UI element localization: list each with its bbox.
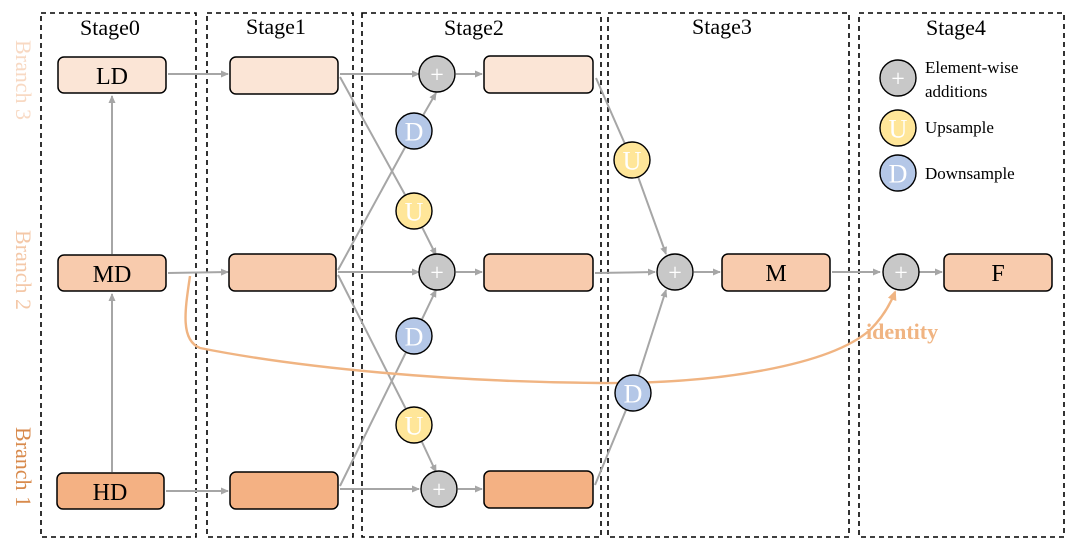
legend-add-line2: additions bbox=[925, 82, 987, 101]
stage2-mid-box bbox=[483, 253, 594, 292]
stage4-frame bbox=[858, 12, 1065, 538]
stage2-bot-box bbox=[483, 470, 594, 509]
m-label: M bbox=[765, 261, 786, 287]
f-box bbox=[943, 253, 1053, 292]
legend-upsample: Upsample bbox=[925, 118, 994, 137]
stage-title-4: Stage4 bbox=[926, 15, 986, 40]
md-to-s1-mid-arrow bbox=[167, 268, 229, 276]
add-op-icon: + bbox=[882, 253, 920, 291]
s2-mid-to-fusion-arrow bbox=[594, 268, 656, 276]
stage2-top-box bbox=[483, 55, 594, 94]
stage1-frame bbox=[206, 12, 354, 538]
upsample-op-icon: U bbox=[613, 141, 651, 179]
hd-label: HD bbox=[93, 480, 128, 506]
upsample-op-icon: U bbox=[395, 192, 433, 230]
stage2-frame bbox=[361, 12, 602, 538]
svg-text:+: + bbox=[891, 67, 905, 93]
svg-text:U: U bbox=[889, 114, 908, 143]
svg-text:D: D bbox=[624, 379, 643, 408]
stage0-frame bbox=[40, 12, 197, 538]
top-to-mid-upsample-path bbox=[339, 76, 437, 256]
ld-box bbox=[57, 56, 167, 94]
svg-text:D: D bbox=[405, 117, 424, 146]
branch-3-label: Branch 3 bbox=[11, 40, 36, 120]
stage1-mid-box bbox=[228, 253, 337, 292]
svg-text:+: + bbox=[430, 261, 444, 287]
ld-label: LD bbox=[96, 64, 128, 90]
md-box bbox=[57, 254, 167, 292]
svg-text:D: D bbox=[889, 159, 908, 188]
stage-title-2: Stage2 bbox=[444, 15, 504, 40]
identity-connection bbox=[184, 275, 897, 385]
stage1-bot-box bbox=[229, 471, 339, 510]
stage3-frame bbox=[607, 12, 850, 538]
branch-1-label: Branch 1 bbox=[11, 427, 36, 507]
svg-text:D: D bbox=[405, 322, 424, 351]
legend-downsample: Downsample bbox=[925, 164, 1015, 183]
svg-text:U: U bbox=[405, 197, 424, 226]
svg-text:+: + bbox=[432, 478, 446, 504]
stage-title-3: Stage3 bbox=[692, 14, 752, 39]
svg-text:+: + bbox=[894, 261, 908, 287]
add-op-icon: + bbox=[420, 470, 458, 508]
downsample-op-icon: D bbox=[614, 374, 652, 412]
add-op-icon: + bbox=[418, 253, 456, 291]
branch-2-label: Branch 2 bbox=[11, 230, 36, 310]
downsample-op-icon: D bbox=[395, 112, 433, 150]
hd-box bbox=[56, 472, 165, 510]
add-op-icon: + bbox=[418, 55, 456, 93]
legend-add-op-icon: + bbox=[879, 59, 917, 97]
stage-title-0: Stage0 bbox=[80, 15, 140, 40]
stage1-top-box bbox=[229, 56, 339, 95]
downsample-op-icon: D bbox=[395, 317, 433, 355]
upsample-op-icon: U bbox=[395, 406, 433, 444]
svg-text:+: + bbox=[430, 63, 444, 89]
stage-frames bbox=[40, 12, 1065, 538]
legend-upsample-op-icon: U bbox=[879, 109, 917, 147]
stage-title-1: Stage1 bbox=[246, 14, 306, 39]
m-box bbox=[721, 253, 831, 292]
f-label: F bbox=[991, 261, 1004, 287]
identity-label: identity bbox=[866, 319, 938, 344]
md-label: MD bbox=[93, 262, 132, 288]
add-op-icon: + bbox=[656, 253, 694, 291]
legend-downsample-op-icon: D bbox=[879, 154, 917, 192]
svg-text:+: + bbox=[668, 261, 682, 287]
svg-text:U: U bbox=[405, 411, 424, 440]
svg-text:U: U bbox=[623, 146, 642, 175]
legend-add-line1: Element-wise bbox=[925, 58, 1018, 77]
